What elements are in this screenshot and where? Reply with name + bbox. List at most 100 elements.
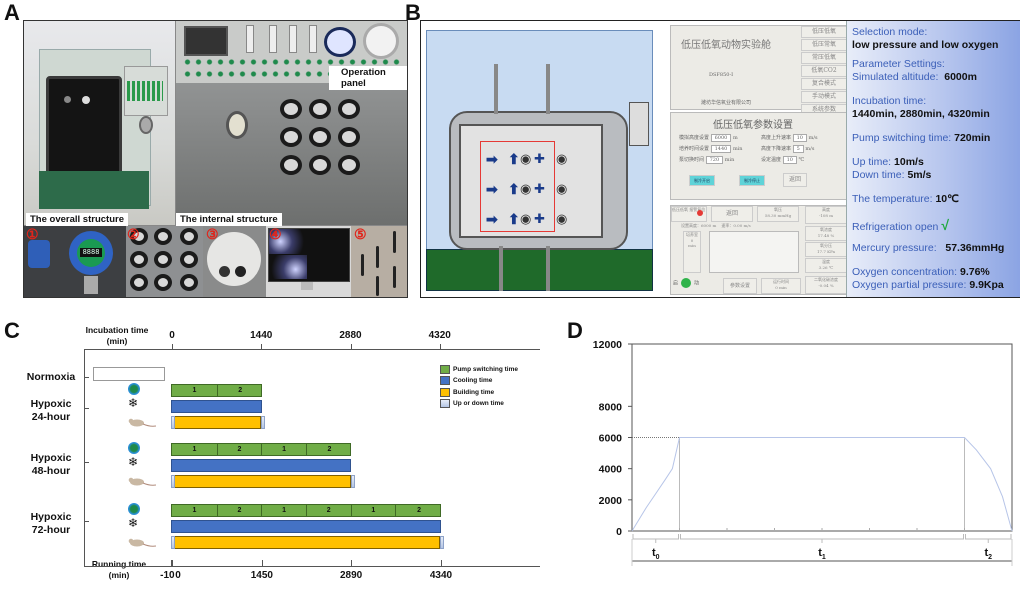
incubation-time-value: 1440min, 2880min, 4320min bbox=[852, 108, 990, 120]
input-pump-switch[interactable]: 720 bbox=[705, 156, 724, 164]
cooling-bar bbox=[171, 520, 441, 533]
label-incubation-setting: 培养时间设置 bbox=[679, 146, 710, 152]
menu-compound-mode[interactable]: 复合模式 bbox=[801, 78, 847, 90]
y-tick-label: 2000 bbox=[599, 495, 623, 507]
label-set-temperature: 设定温度 bbox=[761, 157, 782, 163]
internal-structure-photo bbox=[176, 21, 407, 225]
inset-number-5: ⑤ bbox=[354, 226, 367, 242]
top-tick-label: 4320 bbox=[428, 330, 451, 341]
cabin-value: 0 bbox=[690, 238, 694, 243]
oxygen-partial-pressure-label: Oxygen partial pressure: bbox=[852, 279, 967, 291]
legend-swatch-pump bbox=[440, 365, 450, 374]
mercury-pressure-value: 57.36mmHg bbox=[945, 242, 1005, 254]
rat-icon bbox=[128, 475, 157, 487]
timeline-chart: Incubation time (min) Running time (min)… bbox=[0, 310, 560, 591]
label-descent-rate: 高度下降速率 bbox=[761, 146, 792, 152]
inset-number-2: ② bbox=[127, 226, 140, 242]
input-set-temperature[interactable]: 10 bbox=[782, 156, 797, 164]
start-control[interactable]: 启动 bbox=[673, 278, 707, 292]
back-button-params[interactable]: 返回 bbox=[783, 173, 807, 187]
unit-set-temperature: ℃ bbox=[798, 157, 805, 163]
legend: Pump switching time Cooling time Buildin… bbox=[440, 365, 540, 415]
menu-normal-pressure-low-oxygen[interactable]: 常压低氧 bbox=[801, 52, 847, 64]
left-axis-line bbox=[84, 349, 85, 566]
top-tick-label: 0 bbox=[169, 330, 175, 341]
back-button-monitor[interactable]: 返回 bbox=[711, 206, 753, 222]
phase-label: t0 bbox=[652, 547, 660, 561]
param-settings-button[interactable]: 参数设置 bbox=[723, 278, 757, 294]
pump-segment: 2 bbox=[218, 505, 263, 516]
bottom-tick-mark bbox=[261, 560, 263, 566]
up-down-bar bbox=[171, 475, 176, 488]
menu-low-oxygen-co2[interactable]: 低氧CO2 bbox=[801, 65, 847, 77]
up-time-value: 10m/s bbox=[894, 156, 924, 168]
group-label-hypoxic-72h: Hypoxic 72-hour bbox=[30, 511, 72, 536]
phase-bracket bbox=[965, 534, 1012, 540]
bottom-tick-label: -10 bbox=[160, 570, 175, 581]
inset-gas-detector: 8888 ① bbox=[24, 226, 126, 297]
cooling-on-button[interactable]: 制冷开启 bbox=[689, 175, 715, 186]
cooling-bar bbox=[171, 459, 352, 472]
normoxia-bar bbox=[93, 367, 165, 381]
input-altitude[interactable]: 6000 bbox=[710, 134, 732, 142]
input-incubation[interactable]: 1440 bbox=[710, 145, 732, 153]
y-tick-label: 0 bbox=[616, 526, 622, 538]
up-time-label: Up time: bbox=[852, 156, 892, 168]
alarm-reset-label: 低压低氧 报警复位 bbox=[672, 207, 706, 212]
building-bar bbox=[172, 475, 351, 488]
bottom-tick-mark bbox=[171, 560, 173, 566]
legend-label-pump: Pump switching time bbox=[453, 366, 519, 373]
pump-segment: 2 bbox=[218, 444, 263, 455]
y-tick-label: 6000 bbox=[599, 433, 623, 445]
monitor-plot-area bbox=[709, 231, 799, 273]
oxygen-concentration-label: Oxygen concentration: bbox=[852, 266, 958, 278]
bottom-axis-title: Running time (min) bbox=[91, 559, 147, 580]
oxygen-partial-pressure-value: 9.9Kpa bbox=[969, 279, 1004, 291]
top-tick-mark bbox=[172, 344, 173, 349]
alarm-indicator-icon bbox=[697, 210, 703, 216]
panel-d-label: D bbox=[567, 318, 583, 343]
o2-concentration-value: 17.48 % bbox=[817, 233, 835, 238]
start-button-icon[interactable] bbox=[681, 278, 692, 288]
alarm-reset-button[interactable]: 低压低氧 报警复位 bbox=[671, 206, 707, 222]
pump-segment: 2 bbox=[307, 505, 352, 516]
inset-number-3: ③ bbox=[206, 226, 219, 242]
rat-icon bbox=[128, 536, 157, 548]
group-label-hypoxic-24h: Hypoxic 24-hour bbox=[30, 398, 72, 423]
simulated-altitude-label: Simulated altitude: bbox=[852, 71, 939, 83]
altitude-label: 高度 bbox=[822, 207, 830, 212]
input-descent-rate[interactable]: 5 bbox=[792, 145, 804, 153]
cabin-unit: min bbox=[688, 243, 696, 248]
o2-partial-label: 氧分压 bbox=[820, 243, 832, 248]
cooling-off-button[interactable]: 制冷停止 bbox=[739, 175, 765, 186]
building-bar bbox=[172, 416, 262, 429]
inset-number-4: ④ bbox=[269, 226, 282, 242]
phase-bracket bbox=[632, 534, 679, 540]
o2-concentration-label: 氧浓度 bbox=[820, 227, 832, 232]
caption-overall-structure: The overall structure bbox=[26, 213, 128, 226]
menu-low-pressure-low-oxygen[interactable]: 低压低氧 bbox=[801, 26, 847, 38]
bottom-axis bbox=[84, 566, 540, 567]
up-down-bar bbox=[171, 536, 176, 549]
menu-low-pressure-normal-oxygen[interactable]: 低压常氧 bbox=[801, 39, 847, 51]
cabin-label: 培养室 bbox=[686, 232, 698, 237]
pump-icon bbox=[128, 503, 140, 515]
menu-manual-mode[interactable]: 手动模式 bbox=[801, 91, 847, 103]
legend-swatch-cooling bbox=[440, 376, 450, 385]
screen-home-company: 潍坊华信氧业有限公司 bbox=[701, 100, 752, 106]
pump-segment: 2 bbox=[238, 387, 243, 394]
group-label-normoxia: Normoxia bbox=[26, 371, 76, 383]
up-down-bar bbox=[439, 536, 444, 549]
y-tick-label: 12000 bbox=[593, 339, 622, 351]
y-tick-label: 8000 bbox=[599, 401, 623, 413]
inset-number-1: ① bbox=[26, 226, 39, 242]
inset-ports: ② bbox=[126, 226, 203, 297]
top-tick-mark bbox=[439, 344, 441, 349]
input-ascent-rate[interactable]: 10 bbox=[792, 134, 807, 142]
